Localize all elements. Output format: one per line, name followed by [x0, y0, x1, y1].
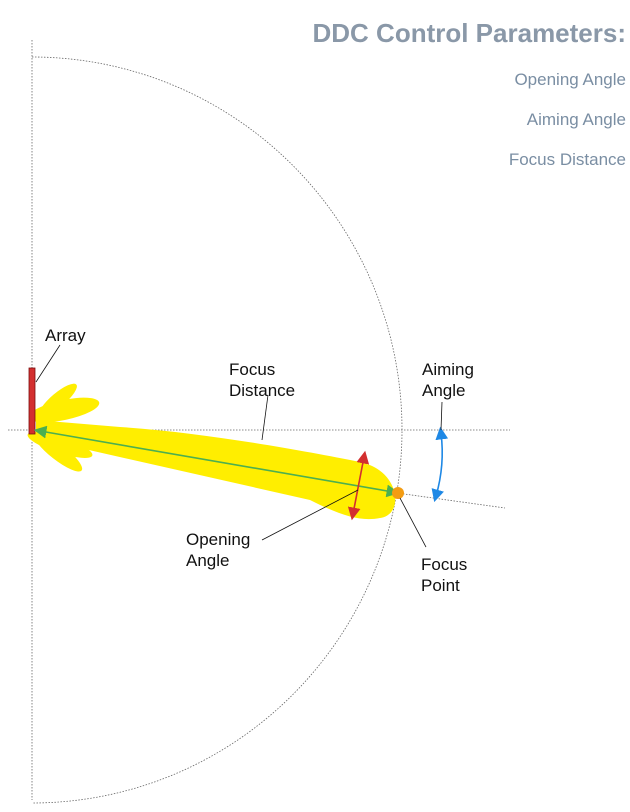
aiming-direction-line	[396, 492, 506, 509]
aiming-angle-label-line1: Aiming	[422, 360, 474, 379]
focus-distance-arrow	[33, 425, 400, 498]
beam-lobe-upper	[39, 383, 77, 417]
beam-main	[36, 420, 396, 520]
focus-semicircle	[31, 56, 403, 804]
opening-angle-label-line1: Opening	[186, 530, 250, 549]
focus-point-label-line1: Focus	[421, 555, 467, 574]
array-leader-line	[35, 344, 61, 383]
array-label: Array	[45, 326, 86, 345]
focus-point-label-line2: Point	[421, 576, 460, 595]
focus-point-marker	[392, 487, 404, 499]
param-focus-distance: Focus Distance	[508, 150, 626, 169]
beam-lobe-top	[28, 397, 100, 423]
opening-angle-leader-line	[261, 489, 359, 541]
opening-angle-arrow	[347, 450, 370, 521]
focus-distance-leader-line	[261, 394, 269, 441]
beam-shape	[27, 383, 396, 520]
param-aiming-angle: Aiming Angle	[526, 110, 626, 129]
param-opening-angle: Opening Angle	[514, 70, 626, 89]
focus-distance-label-line2: Distance	[229, 381, 295, 400]
array-bar	[28, 367, 36, 435]
aiming-angle-label-line2: Angle	[422, 381, 465, 400]
aiming-angle-leader-line	[440, 401, 443, 431]
aiming-angle-arrow	[431, 426, 449, 503]
focus-point-leader-line	[399, 497, 427, 548]
opening-angle-label-line2: Angle	[186, 551, 229, 570]
focus-distance-label-line1: Focus	[229, 360, 275, 379]
diagram-title: DDC Control Parameters:	[312, 18, 626, 48]
